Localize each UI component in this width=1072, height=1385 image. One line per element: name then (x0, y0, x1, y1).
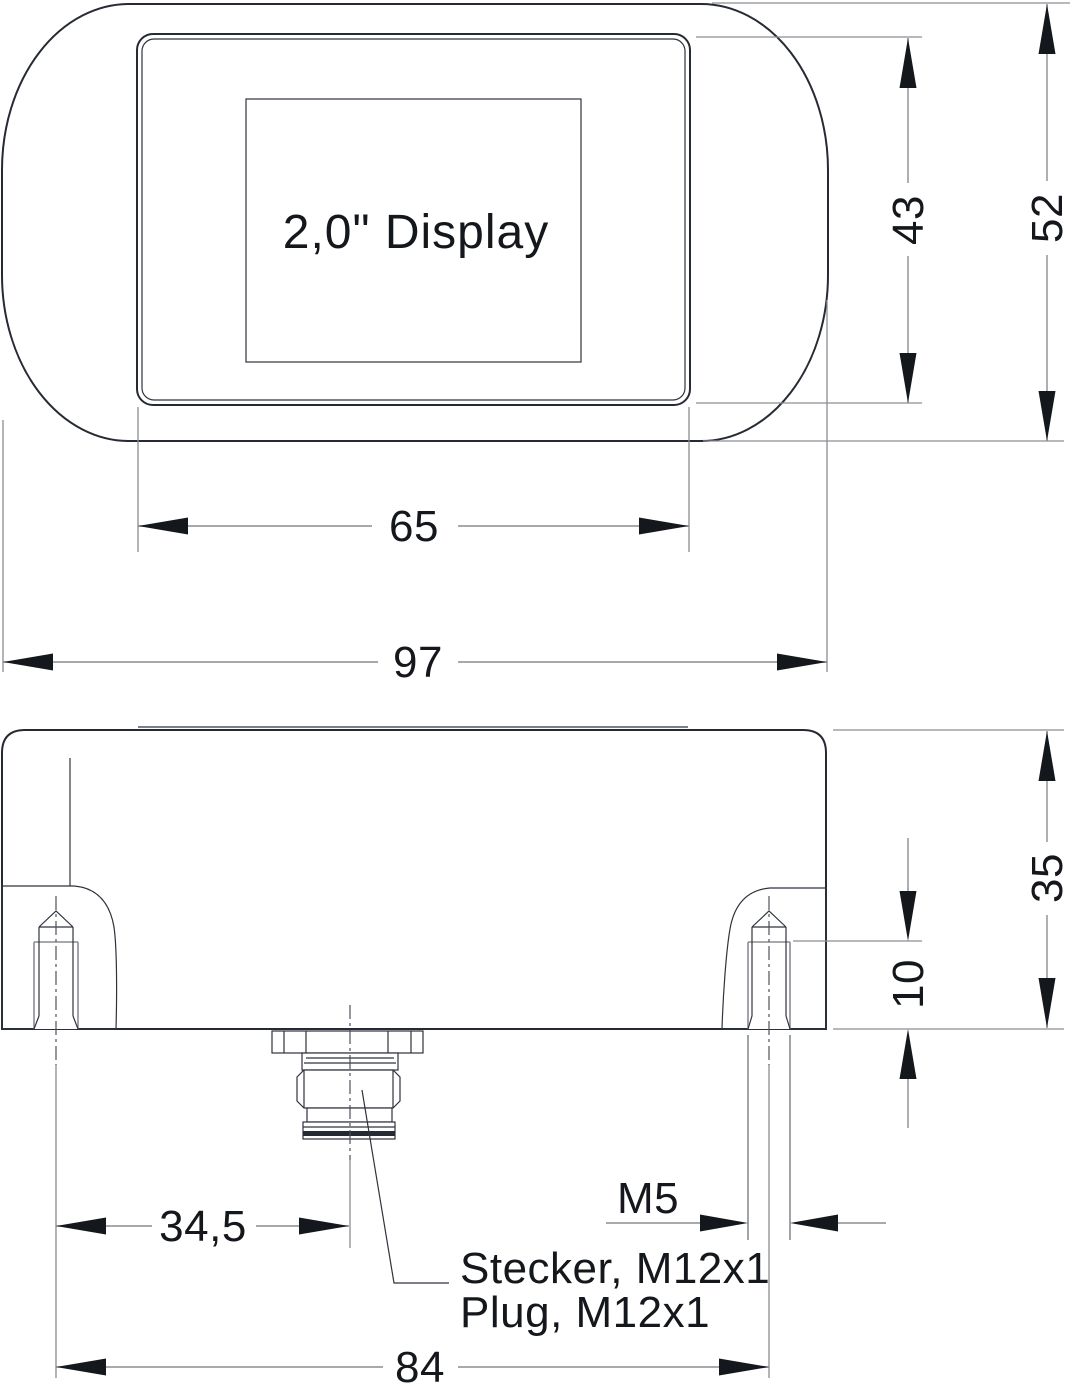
note-line-2: Plug, M12x1 (460, 1288, 710, 1337)
dim-bezel-height: 43 (696, 36, 933, 404)
arrowhead-up (1038, 731, 1056, 781)
connector-note: Stecker, M12x1 Plug, M12x1 (361, 1089, 770, 1337)
housing-outline (1, 3, 829, 442)
left-tapped-hole (33, 896, 79, 1065)
dim-overall-width: 97 (2, 300, 828, 687)
lower-extension-lines (55, 1035, 791, 1378)
connector-ring-band (303, 1131, 395, 1136)
arrowhead-left (138, 517, 188, 535)
arrowhead-left (3, 653, 53, 671)
arrowhead-right (777, 653, 827, 671)
arrowhead-up (899, 38, 917, 88)
right-boss-section (721, 887, 827, 1030)
dim-text-84: 84 (395, 1343, 445, 1385)
top-view: 2,0" Display (1, 3, 829, 442)
dim-text-65: 65 (389, 502, 439, 551)
arrowhead-right (639, 517, 689, 535)
arrowhead-down (1038, 978, 1056, 1028)
dim-thread-depth: 10 (793, 838, 933, 1128)
body-outline (1, 729, 827, 1030)
dim-text-52: 52 (1023, 193, 1072, 243)
dim-thread-size: M5 (606, 1174, 886, 1232)
dim-text-43: 43 (884, 195, 933, 245)
connector-thread-ring (302, 1121, 396, 1140)
connector-body (296, 1069, 401, 1109)
connector-hex-nut (271, 1030, 424, 1054)
dim-text-35: 35 (1023, 853, 1072, 903)
arrowhead-left (56, 1358, 106, 1376)
arrowhead-left (790, 1214, 838, 1232)
dim-text-m5: M5 (617, 1174, 679, 1223)
arrowhead-right (719, 1358, 769, 1376)
arrowhead-down (1038, 391, 1056, 441)
arrowhead-up (1038, 4, 1056, 54)
display-area (245, 98, 582, 363)
arrowhead-right (299, 1217, 349, 1235)
arrowhead-down (899, 891, 917, 941)
dim-hole-spacing: 84 (56, 1343, 769, 1385)
dim-bezel-width: 65 (137, 407, 690, 552)
arrowhead-right (700, 1214, 748, 1232)
display-bezel-inner (141, 38, 686, 401)
display-label: 2,0" Display (283, 206, 549, 259)
dim-connector-offset: 34,5 (56, 1202, 349, 1251)
arrowhead-up (899, 1029, 917, 1079)
display-bezel-outer (136, 33, 691, 406)
arrowhead-down (899, 353, 917, 403)
dim-overall-height: 52 (703, 2, 1072, 442)
right-tapped-hole (747, 896, 791, 1065)
arrowhead-left (56, 1217, 106, 1235)
m12-connector (271, 1005, 424, 1160)
note-leader-line (361, 1089, 449, 1284)
note-line-1: Stecker, M12x1 (460, 1244, 770, 1293)
left-boss-section (1, 885, 118, 1030)
dim-text-97: 97 (393, 638, 443, 687)
side-view (1, 726, 827, 1160)
dim-text-34-5: 34,5 (159, 1202, 247, 1251)
dim-text-10: 10 (884, 959, 933, 1009)
dim-body-height: 35 (833, 729, 1072, 1030)
